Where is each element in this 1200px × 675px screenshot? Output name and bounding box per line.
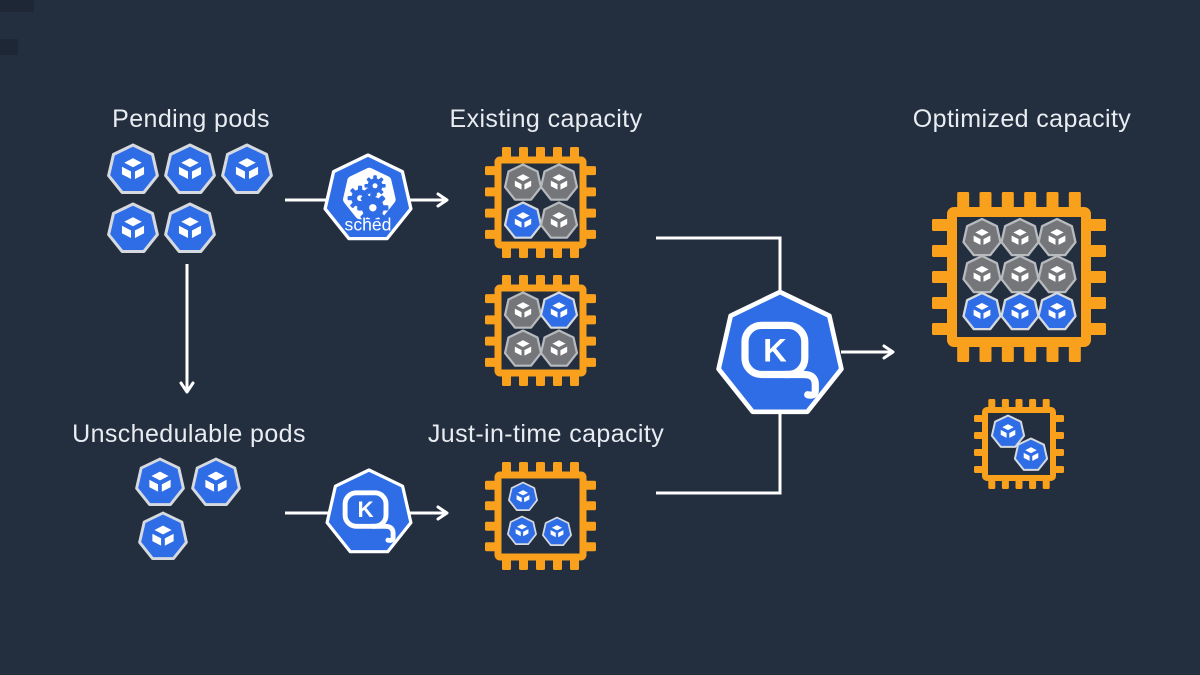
label-unschedulable-pods: Unschedulable pods	[72, 420, 306, 448]
pod-icon	[539, 329, 579, 367]
label-pending-pods: Pending pods	[112, 105, 270, 133]
pod-icon	[962, 217, 1002, 257]
chip-layer	[485, 147, 1106, 570]
pod-icon	[539, 163, 579, 201]
corner-artifact	[0, 0, 34, 12]
karpenter-node-small: K	[325, 468, 413, 554]
pod-icon	[1037, 217, 1077, 257]
karpenter-node-large: K	[716, 289, 844, 415]
existing-capacity-chip-2	[485, 275, 596, 386]
jit-to-karpenter-line	[656, 404, 782, 495]
pod-icon	[990, 414, 1026, 448]
jit-capacity-chip	[485, 462, 596, 570]
gear-icon	[357, 192, 389, 224]
pod-icon	[221, 143, 273, 194]
pod-icon	[1000, 291, 1040, 331]
pod-icon	[1037, 291, 1077, 331]
karpenter-tape-outline	[741, 321, 809, 379]
pod-icon	[962, 254, 1002, 294]
pod-icon	[164, 143, 216, 194]
kube-scheduler-node: sched	[323, 153, 413, 241]
pod-icon	[539, 291, 579, 329]
gear-icon	[364, 175, 386, 197]
pod-icon	[1000, 217, 1040, 257]
pod-icon	[962, 291, 1002, 331]
pod-icon	[1013, 437, 1049, 471]
pod-layer	[107, 143, 273, 561]
unschedulable-pods-group	[135, 457, 241, 561]
label-jit-capacity: Just-in-time capacity	[427, 420, 665, 448]
label-optimized-capacity: Optimized capacity	[912, 105, 1132, 133]
karpenter-letter: K	[763, 332, 787, 369]
karpenter-tape-outline	[342, 490, 389, 529]
optimized-capacity-chip-small	[974, 399, 1064, 489]
pod-icon	[507, 515, 537, 545]
pod-icon	[508, 481, 538, 511]
pod-icon	[539, 201, 579, 239]
pod-icon	[135, 457, 185, 507]
pod-icon	[503, 201, 543, 239]
karpenter-tape-tail	[781, 370, 819, 399]
pod-icon	[107, 202, 159, 253]
pod-icon	[1000, 254, 1040, 294]
karpenter-letter: K	[358, 497, 374, 522]
pod-icon	[191, 457, 241, 507]
pod-icon	[503, 329, 543, 367]
corner-artifact	[0, 39, 18, 55]
pending-pods-group	[107, 143, 273, 253]
karpenter-tape-tail	[369, 523, 396, 543]
pod-icon	[107, 143, 159, 194]
existing-to-karpenter-line	[656, 236, 782, 302]
pod-icon	[503, 291, 543, 329]
pod-icon	[542, 516, 572, 546]
pod-icon	[503, 163, 543, 201]
pod-icon	[1037, 254, 1077, 294]
existing-capacity-chip-1	[485, 147, 596, 258]
pod-icon	[138, 511, 188, 561]
label-existing-capacity: Existing capacity	[449, 105, 643, 133]
pod-icon	[164, 202, 216, 253]
optimized-capacity-chip-large	[932, 192, 1106, 362]
scheduler-label: sched	[345, 215, 392, 235]
